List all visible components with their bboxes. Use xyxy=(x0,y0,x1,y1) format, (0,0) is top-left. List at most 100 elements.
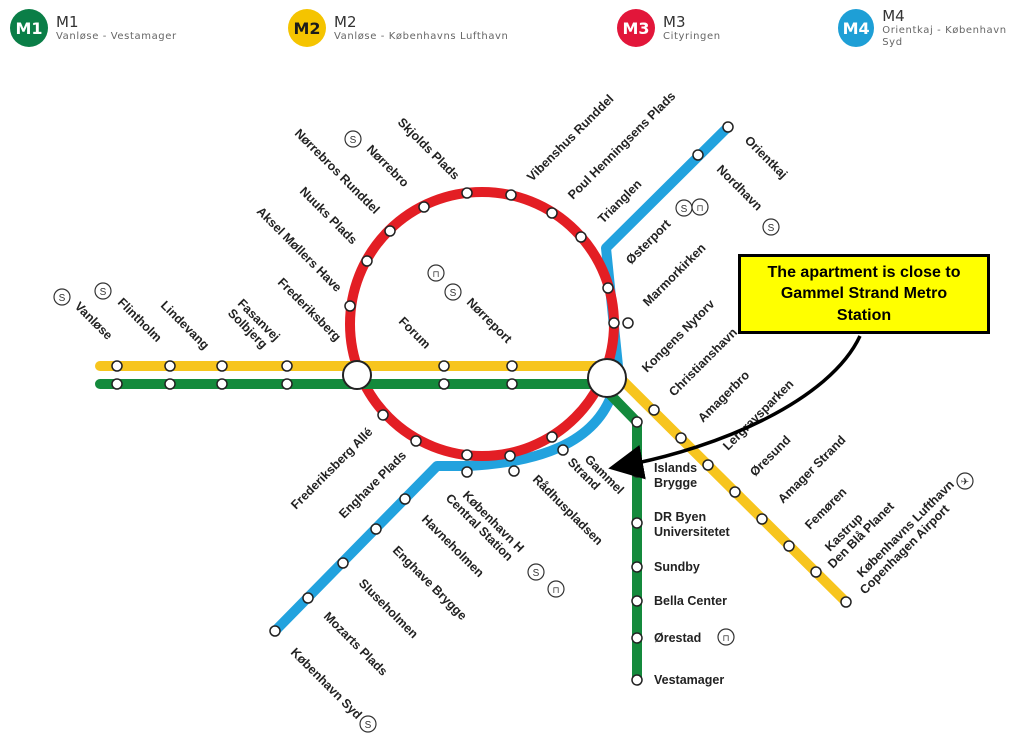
tram-icon: ⊓ xyxy=(717,628,735,646)
apartment-callout: The apartment is close to Gammel Strand … xyxy=(738,254,990,334)
label-vanlose: Vanløse xyxy=(72,299,115,342)
tram-icon: ⊓ xyxy=(427,264,445,282)
label-flintholm: Flintholm xyxy=(115,295,165,345)
m1-badge: M1 xyxy=(10,9,48,47)
label-marmorkirken: Marmorkirken xyxy=(640,241,708,309)
stop-aksel-mollers-have[interactable] xyxy=(344,300,356,312)
stop-osterport[interactable] xyxy=(602,282,614,294)
callout-line-1: The apartment is close to xyxy=(767,263,961,281)
stop-frederiksberg-m2[interactable] xyxy=(281,360,293,372)
stop-kobenhavn-syd[interactable] xyxy=(269,625,281,637)
stop-kobenhavn-h[interactable] xyxy=(461,449,473,461)
svg-text:S: S xyxy=(768,223,775,234)
stop-den-bla-planet[interactable] xyxy=(810,566,822,578)
stop-amagerbro[interactable] xyxy=(648,404,660,416)
stop-nuuks-plads[interactable] xyxy=(361,255,373,267)
stop-forum-m1[interactable] xyxy=(438,378,450,390)
stop-fasanvej-m1[interactable] xyxy=(216,378,228,390)
train-icon: S xyxy=(94,282,112,300)
stop-orestad[interactable] xyxy=(631,632,643,644)
legend-m1: M1 M1 Vanløse - Vestamager xyxy=(10,8,177,48)
stop-nordhavn[interactable] xyxy=(692,149,704,161)
stop-kobenhavn-h-m4[interactable] xyxy=(461,466,473,478)
stop-femoren[interactable] xyxy=(756,513,768,525)
stop-kastrup[interactable] xyxy=(783,540,795,552)
stop-marmorkirken[interactable] xyxy=(608,317,620,329)
stop-amager-strand[interactable] xyxy=(729,486,741,498)
interchange-frederiksberg[interactable] xyxy=(342,360,372,390)
stop-havneholmen[interactable] xyxy=(399,493,411,505)
svg-text:S: S xyxy=(365,720,372,731)
label-islands-brygge-2: Brygge xyxy=(654,476,697,490)
stop-norrebros-runddel[interactable] xyxy=(384,225,396,237)
interchange-kongens-nytorv[interactable] xyxy=(587,358,627,398)
stop-lufthavn[interactable] xyxy=(840,596,852,608)
label-islands-brygge-1: Islands xyxy=(654,461,697,475)
train-icon: S xyxy=(444,283,462,301)
stop-enghave-brygge[interactable] xyxy=(370,523,382,535)
station-markers xyxy=(111,121,852,686)
stop-gammel-strand-m3[interactable] xyxy=(546,431,558,443)
stop-norrebro[interactable] xyxy=(418,201,430,213)
m3-route: Cityringen xyxy=(663,31,721,42)
stop-bella-center[interactable] xyxy=(631,595,643,607)
stop-enghave-plads[interactable] xyxy=(410,435,422,447)
stop-radhuspladsen-m4[interactable] xyxy=(508,465,520,477)
stop-dr-byen[interactable] xyxy=(631,517,643,529)
svg-text:S: S xyxy=(350,135,357,146)
stop-vanlose-m2[interactable] xyxy=(111,360,123,372)
stop-lindevang-m2[interactable] xyxy=(164,360,176,372)
stop-skjolds-plads[interactable] xyxy=(461,187,473,199)
label-lindevang: Lindevang xyxy=(158,298,212,352)
stop-orientkaj[interactable] xyxy=(722,121,734,133)
svg-text:⊓: ⊓ xyxy=(696,203,703,213)
label-islands-brygge: Islands Brygge xyxy=(654,461,701,490)
m3-code: M3 xyxy=(663,13,686,31)
m2-route: Vanløse - Københavns Lufthavn xyxy=(334,31,509,42)
m1-route: Vanløse - Vestamager xyxy=(56,31,177,42)
stop-islands-brygge[interactable] xyxy=(631,416,643,428)
tram-icon: ⊓ xyxy=(547,580,565,598)
stop-poul-henningsens-plads[interactable] xyxy=(546,207,558,219)
stop-norreport-m1[interactable] xyxy=(506,378,518,390)
label-orestad: Ørestad xyxy=(654,631,701,645)
svg-text:⊓: ⊓ xyxy=(722,633,729,643)
stop-forum-m2[interactable] xyxy=(438,360,450,372)
stop-radhuspladsen[interactable] xyxy=(504,450,516,462)
stop-sluseholmen[interactable] xyxy=(337,557,349,569)
svg-text:✈: ✈ xyxy=(961,477,969,488)
stop-frederiksberg-alle[interactable] xyxy=(377,409,389,421)
label-norrebros-runddel: Nørrebros Runddel xyxy=(292,126,382,216)
label-oresund: Øresund xyxy=(747,433,793,479)
callout-line-3: Station xyxy=(836,306,892,324)
stop-vanlose-m1[interactable] xyxy=(111,378,123,390)
stop-lindevang-m1[interactable] xyxy=(164,378,176,390)
stop-lergravsparken[interactable] xyxy=(675,432,687,444)
svg-text:S: S xyxy=(681,204,688,215)
svg-text:S: S xyxy=(533,568,540,579)
stop-vibenshus-runddel[interactable] xyxy=(505,189,517,201)
m4-route: Orientkaj - København Syd xyxy=(882,25,1007,48)
label-orientkaj: Orientkaj xyxy=(742,133,790,181)
stop-oresund[interactable] xyxy=(702,459,714,471)
stop-fasanvej-m2[interactable] xyxy=(216,360,228,372)
stop-frederiksberg-m1[interactable] xyxy=(281,378,293,390)
train-icon: S xyxy=(675,199,693,217)
label-mozarts-plads: Mozarts Plads xyxy=(321,609,390,678)
train-icon: S xyxy=(762,218,780,236)
stop-trianglen[interactable] xyxy=(575,231,587,243)
stop-norreport-m2[interactable] xyxy=(506,360,518,372)
stop-gammel-strand-m4[interactable] xyxy=(557,444,569,456)
label-dr-byen-1: DR Byen xyxy=(654,510,706,524)
tram-icon: ⊓ xyxy=(691,198,709,216)
legend-m4: M4 M4 Orientkaj - København Syd xyxy=(838,7,1024,48)
label-dr-byen-2: Universitetet xyxy=(654,525,731,539)
m2-code: M2 xyxy=(334,13,357,31)
stop-sundby[interactable] xyxy=(631,561,643,573)
label-sluseholmen: Sluseholmen xyxy=(356,576,421,641)
stop-islands-brygge-2[interactable] xyxy=(631,466,643,478)
stop-marmorkirken-m4[interactable] xyxy=(622,317,634,329)
stop-vestamager[interactable] xyxy=(631,674,643,686)
stop-mozarts-plads[interactable] xyxy=(302,592,314,604)
svg-text:S: S xyxy=(450,288,457,299)
